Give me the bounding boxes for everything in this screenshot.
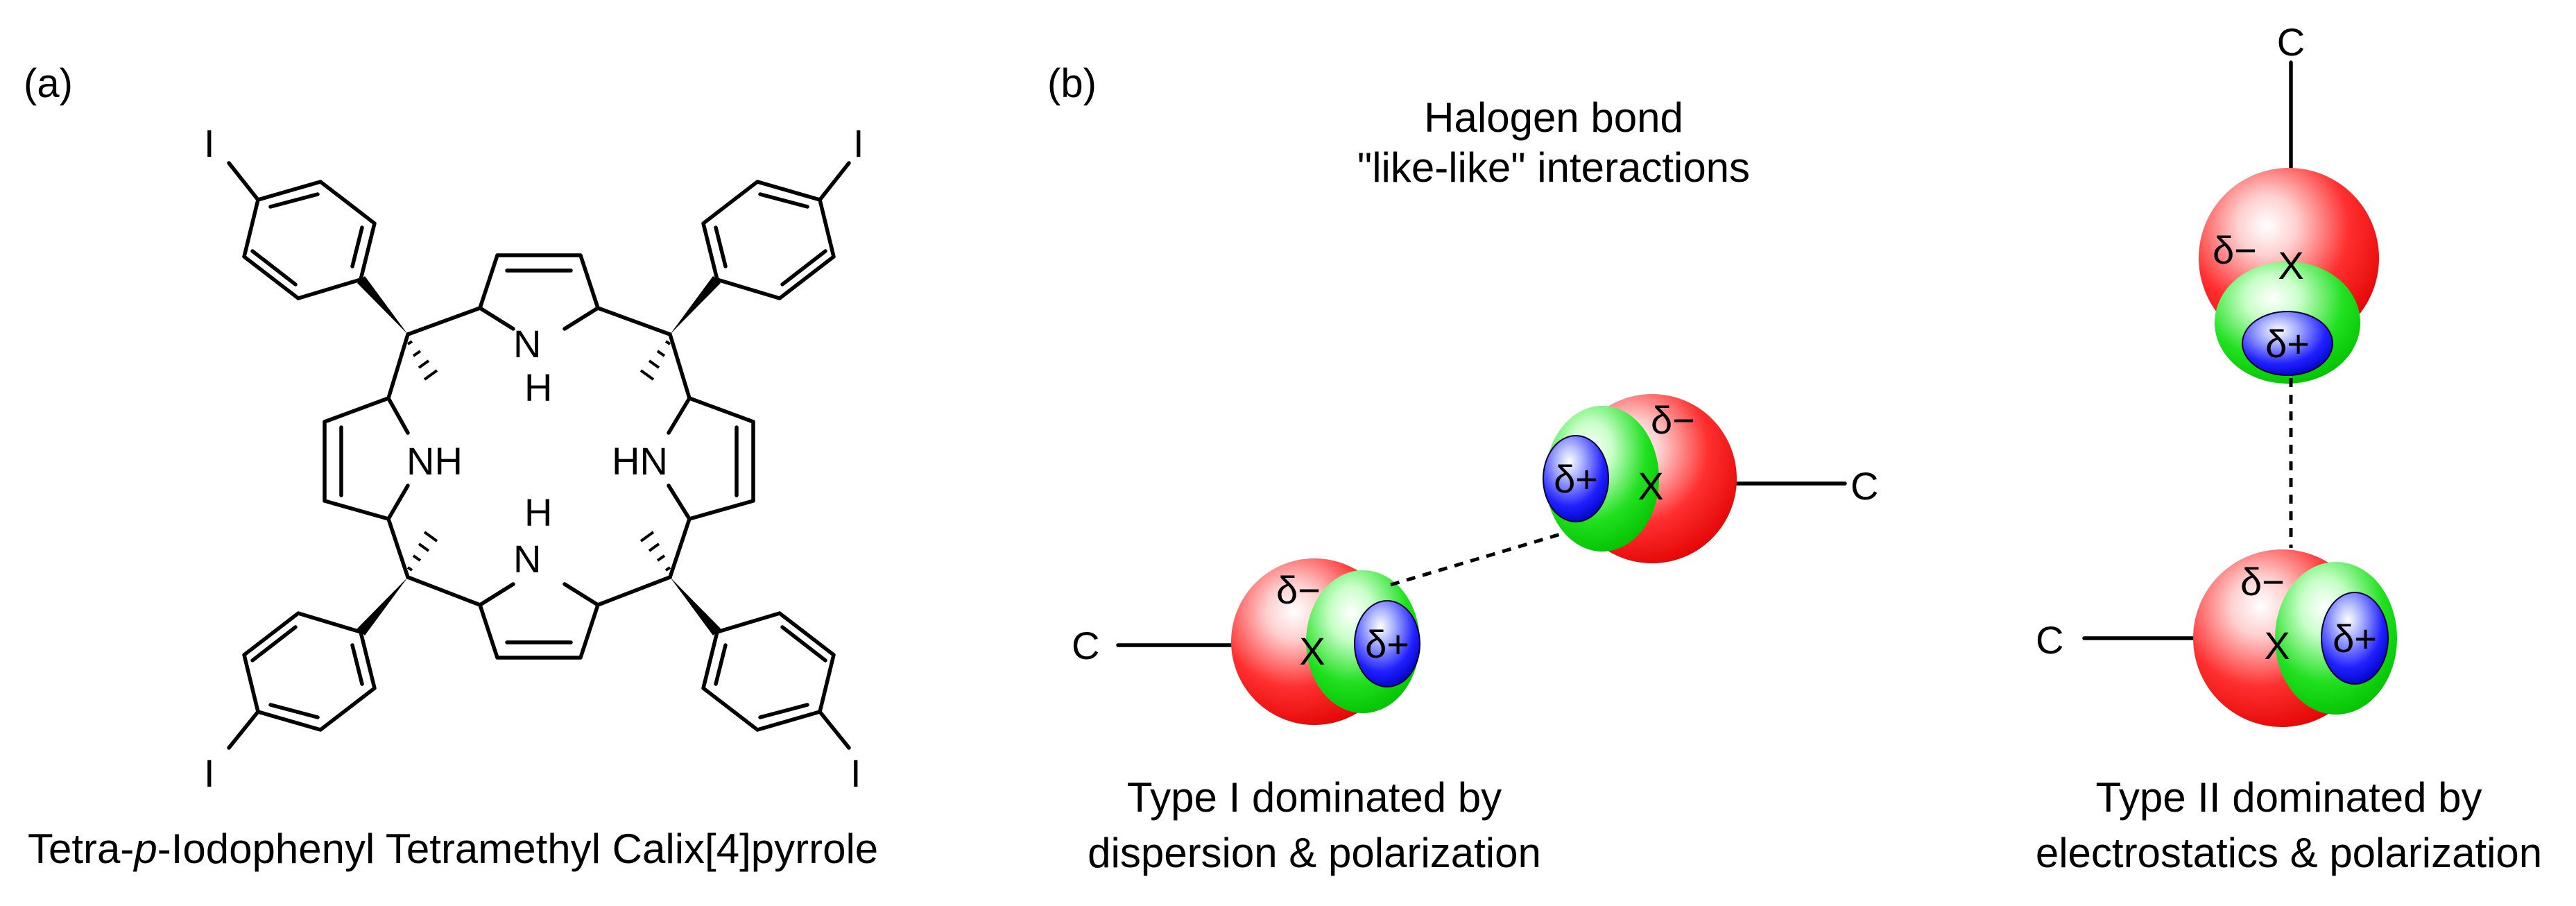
panel-a-caption: Tetra-p-Iodophenyl Tetramethyl Calix[4]p… (28, 826, 878, 872)
type2-top-delta-minus: δ− (2213, 228, 2257, 272)
type2-atom-top: C δ− X δ+ (2199, 20, 2379, 384)
type2-caption-line1: Type II dominated by (2096, 774, 2482, 821)
type1-right-delta-plus: δ+ (1554, 457, 1598, 501)
type2-bottom-delta-minus: δ− (2240, 560, 2285, 604)
hashed-methyl-bonds (406, 340, 671, 572)
type2-top-delta-plus: δ+ (2265, 322, 2310, 366)
nh-bottom-h: H (524, 490, 552, 534)
iodine-top-left: I (204, 121, 215, 165)
type2-top-carbon: C (2277, 20, 2305, 64)
meso-bonds (386, 306, 692, 607)
type1-caption-line2: dispersion & polarization (1088, 830, 1541, 876)
type2-bottom-halogen: X (2264, 624, 2290, 667)
type1-right-halogen: X (1638, 464, 1663, 508)
type1-caption-line1: Type I dominated by (1127, 774, 1502, 821)
aryl-top-right (701, 161, 851, 300)
nh-left: NH (406, 439, 463, 483)
panel-b-title-line2: "like-like" interactions (1357, 144, 1750, 191)
wedge-bonds (357, 276, 721, 635)
type1-right-carbon: C (1851, 464, 1878, 508)
panel-b-title-line1: Halogen bond (1424, 94, 1683, 141)
type2-atom-bottom: C δ− X δ+ (2036, 549, 2397, 727)
iodine-bottom-right: I (850, 751, 861, 795)
type2-bottom-carbon: C (2036, 618, 2063, 662)
iodine-top-right: I (853, 121, 864, 165)
pyrrole-left (323, 396, 410, 521)
pyrrole-bottom (478, 582, 600, 660)
type1-atom-left: C δ− X δ+ (1072, 558, 1420, 725)
type1-right-delta-minus: δ− (1651, 398, 1695, 442)
nh-bottom-n: N (513, 537, 541, 581)
type1-left-delta-minus: δ− (1276, 568, 1321, 612)
type1-halogen-bond (1390, 532, 1561, 587)
type2-bottom-delta-plus: δ+ (2333, 617, 2377, 660)
pyrrole-top (478, 253, 600, 331)
nh-top-h: H (524, 366, 552, 409)
type2-caption-line2: electrostatics & polarization (2036, 830, 2542, 876)
type1-left-carbon: C (1072, 624, 1099, 667)
hn-right: HN (612, 439, 668, 483)
panel-a-label: (a) (24, 61, 73, 106)
aryl-bottom-right (701, 611, 851, 750)
panel-b-label: (b) (1047, 61, 1097, 106)
nh-top-n: N (513, 322, 541, 366)
panel-b: (b) Halogen bond "like-like" interaction… (1047, 20, 2542, 876)
type1-atom-right: C δ− X δ+ (1543, 394, 1878, 563)
aryl-bottom-left (227, 611, 377, 750)
type2-top-halogen: X (2278, 243, 2303, 287)
pyrrole-right (667, 396, 755, 521)
calixpyrrole-structure: N H H N NH (204, 121, 864, 795)
iodine-bottom-left: I (204, 751, 215, 795)
type1-left-halogen: X (1299, 629, 1325, 673)
type1-left-delta-plus: δ+ (1365, 622, 1409, 666)
aryl-top-left (227, 161, 377, 300)
panel-a: (a) N H H N (24, 61, 878, 872)
